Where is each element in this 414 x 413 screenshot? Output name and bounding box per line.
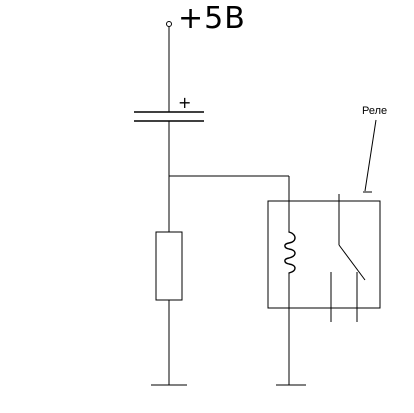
supply-voltage-label: +5В — [178, 1, 246, 36]
resistor — [155, 231, 183, 301]
supply-node — [166, 21, 172, 27]
contact-switch-arm — [338, 244, 366, 281]
relay-label: Реле — [362, 105, 387, 117]
relay-box — [267, 200, 381, 309]
relay-label-pointer — [364, 119, 377, 192]
supply-terminal — [166, 21, 172, 27]
capacitor-polarity-mark: + — [178, 93, 191, 112]
relay-coil — [284, 231, 296, 274]
capacitor — [134, 111, 204, 122]
